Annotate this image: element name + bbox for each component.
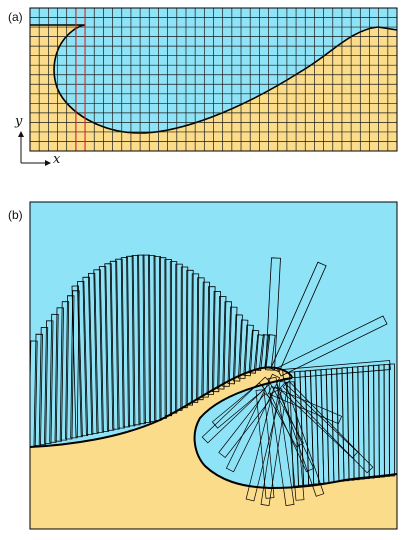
deformed-strip bbox=[109, 260, 120, 430]
deformed-strip bbox=[54, 307, 64, 442]
deformed-strip bbox=[227, 306, 238, 385]
tangled-strip bbox=[269, 389, 315, 473]
deformed-strip bbox=[238, 319, 249, 379]
y-axis-label: y bbox=[15, 114, 23, 129]
panel-b bbox=[29, 201, 398, 530]
deformed-strip bbox=[82, 276, 94, 436]
deformed-strip bbox=[49, 313, 59, 443]
deformed-strip bbox=[282, 360, 391, 379]
deformed-strip bbox=[196, 277, 205, 401]
coordinate-axes bbox=[18, 131, 51, 166]
deformed-strip bbox=[98, 266, 110, 432]
panel-b-interface-lower bbox=[193, 377, 397, 490]
tangled-strip bbox=[218, 393, 272, 458]
deformed-strip bbox=[201, 281, 211, 398]
deformed-strip bbox=[76, 280, 89, 437]
deformed-strip bbox=[232, 314, 243, 382]
deformed-strip bbox=[137, 254, 146, 425]
panel-a-label: (a) bbox=[8, 10, 23, 24]
deformed-strip bbox=[243, 324, 254, 377]
deformed-strip bbox=[211, 290, 222, 393]
deformed-strip bbox=[126, 255, 136, 427]
deformed-strip bbox=[265, 257, 281, 371]
panel-b-solid bbox=[30, 367, 397, 529]
deformed-strip bbox=[148, 255, 157, 422]
panel-b-interface-upper bbox=[30, 366, 293, 448]
deformed-strip bbox=[120, 257, 131, 428]
deformed-strip bbox=[38, 327, 49, 445]
deformed-strip bbox=[104, 263, 115, 431]
deformed-strip bbox=[71, 285, 83, 438]
deformed-strip bbox=[33, 333, 43, 447]
panel-b-tangled-strips bbox=[201, 373, 374, 506]
deformed-strip bbox=[131, 254, 141, 426]
deformed-strip bbox=[222, 301, 232, 387]
tangled-strip bbox=[245, 386, 283, 502]
tangled-strip bbox=[267, 385, 343, 425]
panel-b-label: (b) bbox=[8, 208, 23, 222]
deformed-strip bbox=[206, 286, 216, 395]
deformed-strip bbox=[389, 363, 395, 477]
tangled-strip bbox=[282, 380, 374, 474]
tangled-strip bbox=[285, 381, 305, 501]
panel-a-highlighted-columns bbox=[75, 8, 86, 151]
tangled-strip bbox=[255, 389, 275, 499]
tangled-strip bbox=[211, 382, 266, 429]
deformed-strip bbox=[142, 254, 152, 424]
deformed-strip bbox=[59, 301, 70, 441]
deformed-strip bbox=[44, 320, 54, 444]
deformed-strip bbox=[248, 329, 260, 374]
panel-a-frame bbox=[29, 7, 398, 152]
tangled-strip bbox=[225, 373, 281, 473]
deformed-strip bbox=[270, 261, 327, 373]
panel-b-frame bbox=[29, 201, 398, 530]
tangled-strip bbox=[260, 381, 289, 506]
deformed-strip bbox=[276, 315, 388, 377]
tangled-strip bbox=[267, 377, 295, 506]
panel-a bbox=[29, 7, 398, 152]
deformed-strip bbox=[115, 258, 125, 429]
deformed-strip bbox=[87, 272, 99, 435]
deformed-strip bbox=[217, 295, 227, 390]
x-axis-label: x bbox=[53, 152, 61, 167]
deformed-strip bbox=[93, 269, 104, 433]
